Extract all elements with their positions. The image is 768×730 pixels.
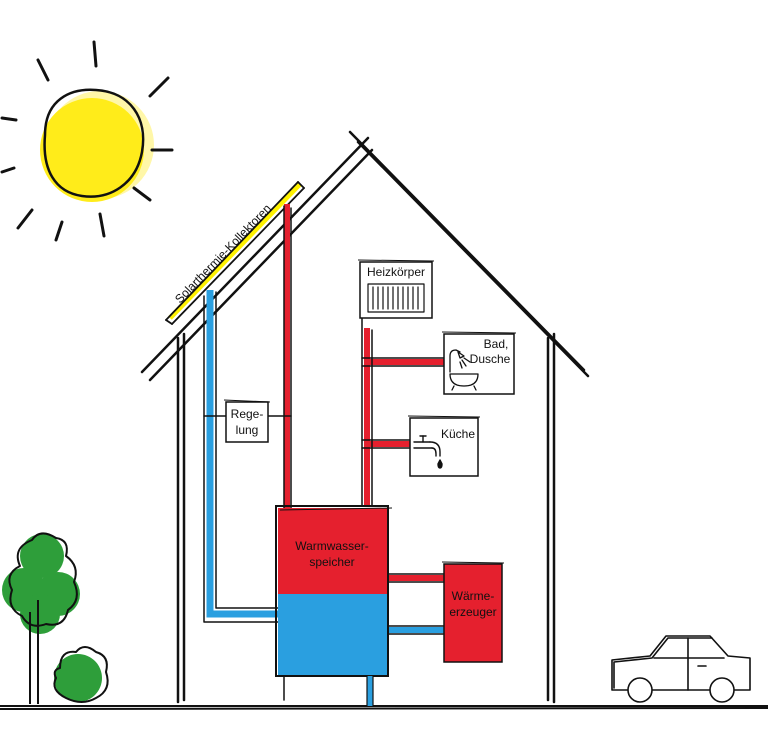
cold-pipes (203, 290, 447, 635)
car-icon (611, 635, 751, 703)
solar-collector (165, 181, 305, 325)
warm-water-tank (275, 505, 393, 706)
control-box (223, 399, 271, 443)
radiator-label: Heizkörper (367, 265, 425, 279)
control-label-2: lung (236, 423, 259, 437)
collector-label: Solarthermie-Kollektoren (172, 201, 274, 306)
bush-icon (53, 646, 109, 703)
tree-icon (2, 532, 80, 704)
radiator-icon (367, 283, 425, 313)
house-outline (140, 130, 590, 704)
generator-label-2: erzeuger (449, 605, 496, 619)
radiator-box (357, 259, 435, 319)
tank-label-1: Warmwasser- (295, 539, 369, 553)
tank-label-2: speicher (309, 555, 354, 569)
ground-line (0, 705, 768, 710)
heat-generator (441, 561, 505, 663)
bath-label-1: Bad, (484, 337, 509, 351)
kitchen-box (407, 415, 481, 477)
control-label-1: Rege- (231, 407, 264, 421)
bath-label-2: Dusche (470, 352, 511, 366)
generator-label-1: Wärme- (452, 589, 495, 603)
hot-pipes (283, 204, 447, 701)
shower-icon (449, 349, 479, 391)
kitchen-label: Küche (441, 427, 475, 441)
faucet-icon (413, 435, 443, 469)
sun-icon (0, 40, 174, 242)
